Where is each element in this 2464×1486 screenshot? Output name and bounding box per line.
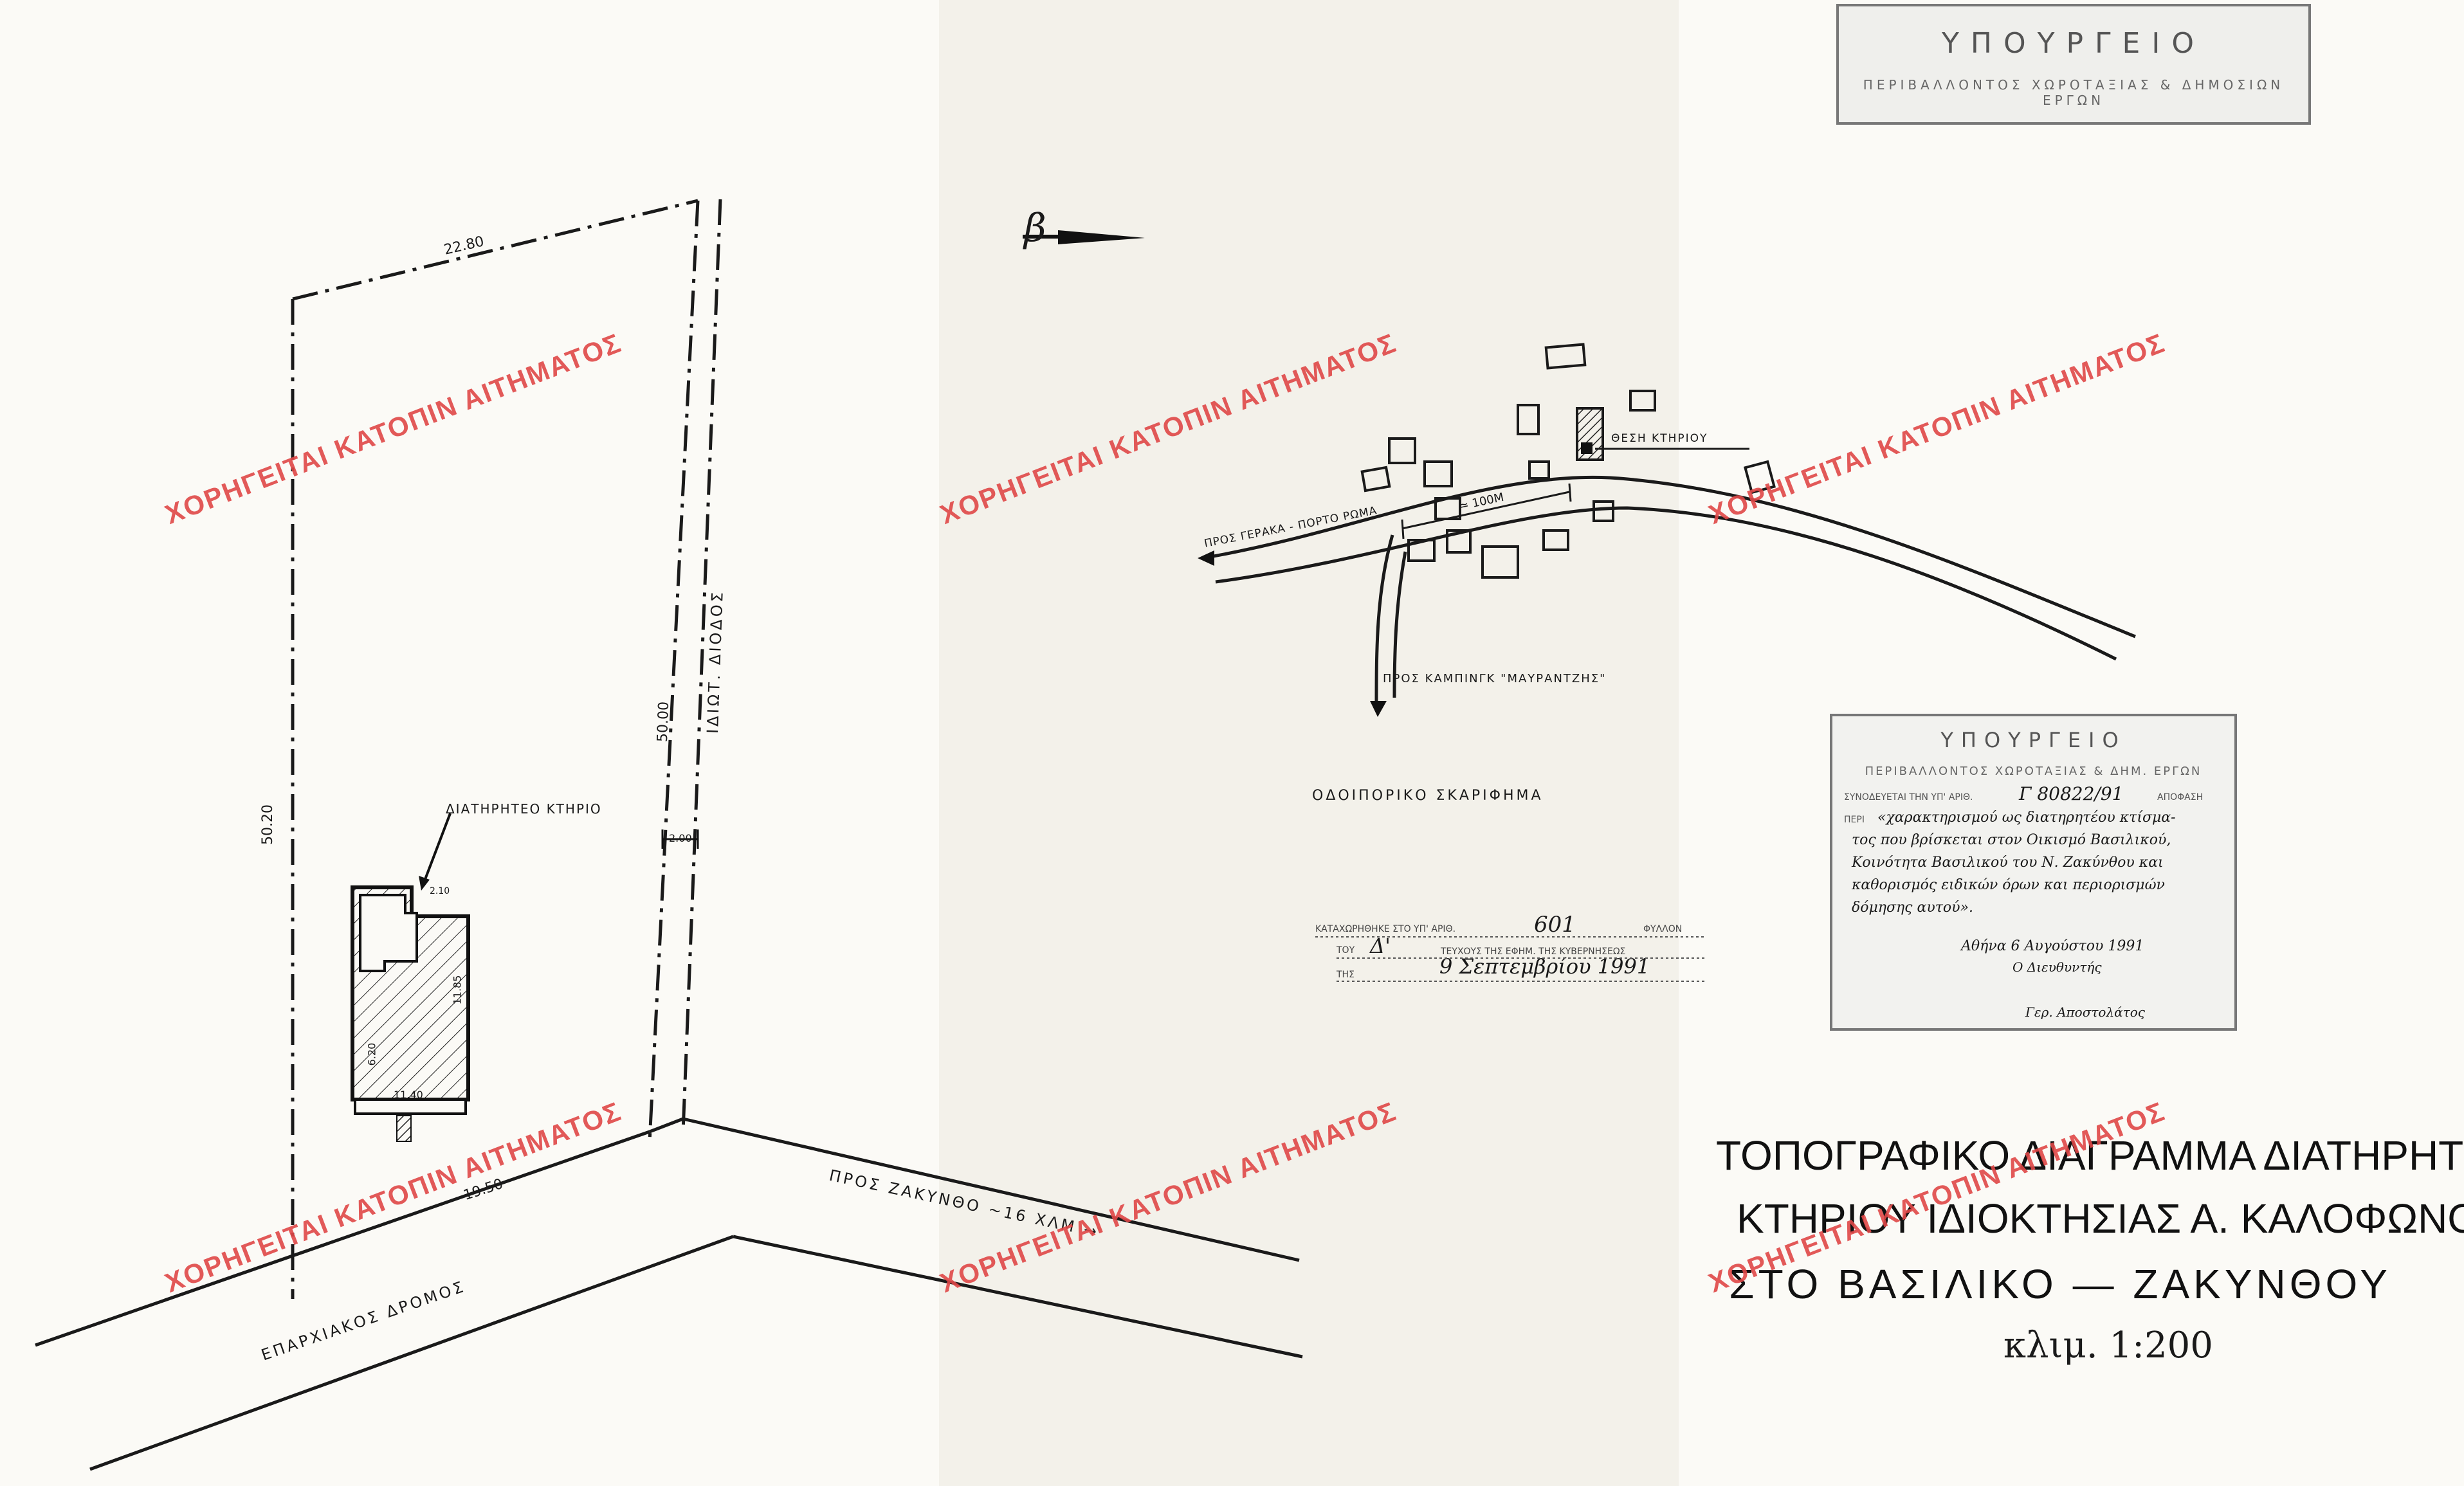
approval-peri-label: ΠΕΡΙ [1844, 815, 1865, 825]
listed-building [351, 813, 470, 1142]
approval-body-1: «χαρακτηρισμού ως διατηρητέου κτίσμα- [1877, 810, 2176, 826]
path-width-marker [661, 829, 699, 849]
approval-ref-suffix: ΑΠΟΦΑΣΗ [2157, 792, 2204, 802]
provincial-road [35, 1117, 1303, 1471]
north-arrow [1023, 230, 1145, 244]
approval-signature: Γερ. Αποστολάτος [2025, 1004, 2145, 1020]
building-position-label: ΘΕΣΗ ΚΤΗΡΙΟΥ [1611, 432, 1708, 445]
gazette-line2-label: ΤΟΥ [1337, 945, 1355, 956]
approval-body-2: τος που βρίσκεται στον Οικισμό Βασιλικού… [1852, 832, 2171, 848]
approval-ref-label: ΣΥΝΟΔΕΥΕΤΑΙ ΤΗΝ ΥΠ' ΑΡΙΘ. [1844, 792, 1973, 802]
approval-date: Αθήνα 6 Αυγούστου 1991 [1961, 938, 2144, 954]
gazette-line2-suffix: ΤΕΥΧΟΥΣ ΤΗΣ ΕΦΗΜ. ΤΗΣ ΚΥΒΕΡΝΗΣΕΩΣ [1441, 947, 1626, 957]
gazette-sheet-number: 601 [1534, 912, 1576, 938]
stamp-top-title: ΥΠΟΥΡΓΕΙΟ [1942, 27, 2205, 60]
approval-body-4: καθορισμός ειδικών όρων και περιορισμών [1852, 877, 2165, 893]
stamp-top-subtitle: ΠΕΡΙΒΑΛΛΟΝΤΟΣ ΧΩΡΟΤΑΞΙΑΣ & ΔΗΜΟΣΙΩΝ ΕΡΓΩ… [1863, 77, 2285, 108]
building-dim-4: 2.10 [430, 886, 450, 896]
title-line-1: ΤΟΠΟΓΡΑΦΙΚΟ ΔΙΑΓΡΑΜΜΑ ΔΙΑΤΗΡΗΤΕΟΥ [1716, 1132, 2464, 1179]
approval-ref-number: Γ 80822/91 [2019, 783, 2124, 804]
north-symbol: β [1024, 206, 1046, 251]
approval-director: Ο Διευθυντής [2012, 959, 2102, 975]
approval-stamp: ΥΠΟΥΡΓΕΙΟ ΠΕΡΙΒΑΛΛΟΝΤΟΣ ΧΩΡΟΤΑΞΙΑΣ & ΔΗΜ… [1830, 714, 2237, 1031]
building-label: ΔΙΑΤΗΡΗΤΕΟ ΚΤΗΡΙΟ [446, 801, 602, 817]
gazette-line3-label: ΤΗΣ [1337, 970, 1355, 980]
road-south-label: ΠΡΟΣ ΚΑΜΠΙΝΓΚ "ΜΑΥΡΑΝΤΖΗΣ" [1383, 672, 1607, 685]
approval-body-3: Κοινότητα Βασιλικού του Ν. Ζακύνθου και [1852, 855, 2164, 871]
gazette-issue: Δ' [1370, 934, 1391, 958]
sketch-title: ΟΔΟΙΠΟΡΙΚΟ ΣΚΑΡΙΦΗΜΑ [1312, 788, 1544, 804]
path-width: 2.00 [669, 832, 692, 844]
paper-strip [939, 0, 1679, 1486]
gazette-line1-label: ΚΑΤΑΧΩΡΗΘΗΚΕ ΣΤΟ ΥΠ' ΑΡΙΘ. [1315, 924, 1456, 934]
location-sketch [1198, 343, 2136, 717]
title-line-2: ΚΤΗΡΙΟΥ ΙΔΙΟΚΤΗΣΙΑΣ Α. ΚΑΛΟΦΩΝΟΥ [1737, 1195, 2464, 1242]
approval-stamp-subtitle: ΠΕΡΙΒΑΛΛΟΝΤΟΣ ΧΩΡΟΤΑΞΙΑΣ & ΔΗΜ. ΕΡΓΩΝ [1865, 765, 2202, 778]
title-line-3: ΣΤΟ ΒΑΣΙΛΙΚΟ — ΖΑΚΥΝΘΟΥ [1729, 1261, 2391, 1307]
approval-stamp-title: ΥΠΟΥΡΓΕΙΟ [1940, 728, 2126, 752]
gazette-line1-suffix: ΦΥΛΛΟΝ [1643, 924, 1683, 934]
plot-boundary [291, 199, 722, 1299]
title-scale: κλιμ. 1:200 [2003, 1325, 2213, 1366]
building-dim-3: 11.40 [394, 1089, 423, 1101]
ministry-stamp-top: ΥΠΟΥΡΓΕΙΟ ΠΕΡΙΒΑΛΛΟΝΤΟΣ ΧΩΡΟΤΑΞΙΑΣ & ΔΗΜ… [1836, 4, 2311, 125]
approval-body-5: δόμησης αυτού». [1852, 900, 1973, 916]
